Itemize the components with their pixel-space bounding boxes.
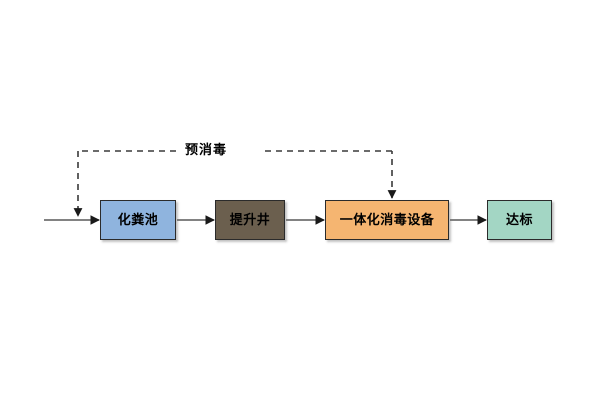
node-compliant-discharge-label: 达标 — [505, 212, 533, 228]
node-compliant-discharge[interactable]: 达标 — [487, 200, 552, 240]
node-septic-tank-label: 化粪池 — [117, 212, 159, 228]
node-septic-tank[interactable]: 化粪池 — [100, 200, 176, 240]
edge-label-pre-disinfection: 预消毒 — [180, 144, 233, 157]
node-integrated-disinfection-equipment[interactable]: 一体化消毒设备 — [325, 200, 449, 240]
node-lift-well[interactable]: 提升井 — [215, 200, 285, 240]
node-lift-well-label: 提升井 — [229, 212, 271, 228]
node-integrated-disinfection-equipment-label: 一体化消毒设备 — [339, 212, 435, 228]
